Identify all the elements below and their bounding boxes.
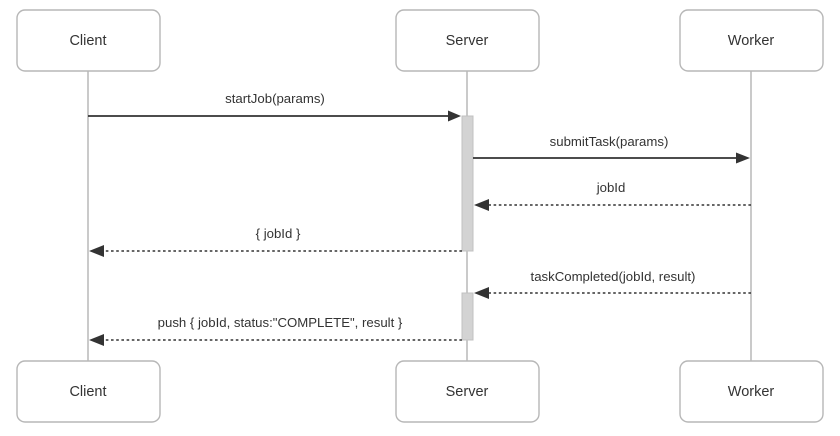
participant-box-client-top[interactable] (16, 9, 161, 72)
participant-label-client-bottom: Client (69, 384, 106, 400)
message-label-job-id-return: jobId (596, 180, 626, 195)
message-label-job-id-to-client: { jobId } (256, 226, 301, 241)
participant-server-bottom[interactable]: Server (395, 360, 540, 423)
message-push-complete: push { jobId, status:"COMPLETE", result … (89, 315, 462, 346)
message-label-push-complete: push { jobId, status:"COMPLETE", result … (158, 315, 403, 330)
message-arrowhead-job-id-return (474, 199, 489, 211)
participant-worker-top[interactable]: Worker (679, 9, 824, 72)
activation-bar-server-2 (461, 292, 474, 341)
participant-box-client-bottom[interactable] (16, 360, 161, 423)
message-arrowhead-submit-task (736, 152, 750, 164)
message-arrowhead-start-job (448, 110, 461, 122)
participant-label-worker-bottom: Worker (728, 384, 775, 400)
participant-worker-bottom[interactable]: Worker (679, 360, 824, 423)
participant-box-server-top[interactable] (395, 9, 540, 72)
messages: startJob(params) submitTask(params) jobI… (88, 91, 751, 346)
participant-label-client-top: Client (69, 33, 106, 49)
participants-top: Client Server Worker (16, 9, 824, 72)
participant-label-server-bottom: Server (446, 384, 489, 400)
participant-label-server-top: Server (446, 33, 489, 49)
message-arrowhead-job-id-to-client (89, 245, 104, 257)
message-task-completed: taskCompleted(jobId, result) (474, 269, 751, 299)
message-label-task-completed: taskCompleted(jobId, result) (531, 269, 696, 284)
participant-server-top[interactable]: Server (395, 9, 540, 72)
participants-bottom: Client Server Worker (16, 360, 824, 423)
participant-box-worker-bottom[interactable] (679, 360, 824, 423)
message-label-start-job: startJob(params) (225, 91, 325, 106)
message-arrowhead-push-complete (89, 334, 104, 346)
message-submit-task: submitTask(params) (473, 134, 750, 164)
message-label-submit-task: submitTask(params) (550, 134, 669, 149)
participant-client-top[interactable]: Client (16, 9, 161, 72)
activation-bars (461, 115, 474, 341)
participant-box-worker-top[interactable] (679, 9, 824, 72)
message-job-id-to-client: { jobId } (89, 226, 462, 257)
message-start-job: startJob(params) (88, 91, 461, 122)
participant-label-worker-top: Worker (728, 33, 775, 49)
message-arrowhead-task-completed (474, 287, 489, 299)
participant-client-bottom[interactable]: Client (16, 360, 161, 423)
message-job-id-return: jobId (474, 180, 751, 211)
activation-bar-server-1 (461, 115, 474, 252)
participant-box-server-bottom[interactable] (395, 360, 540, 423)
